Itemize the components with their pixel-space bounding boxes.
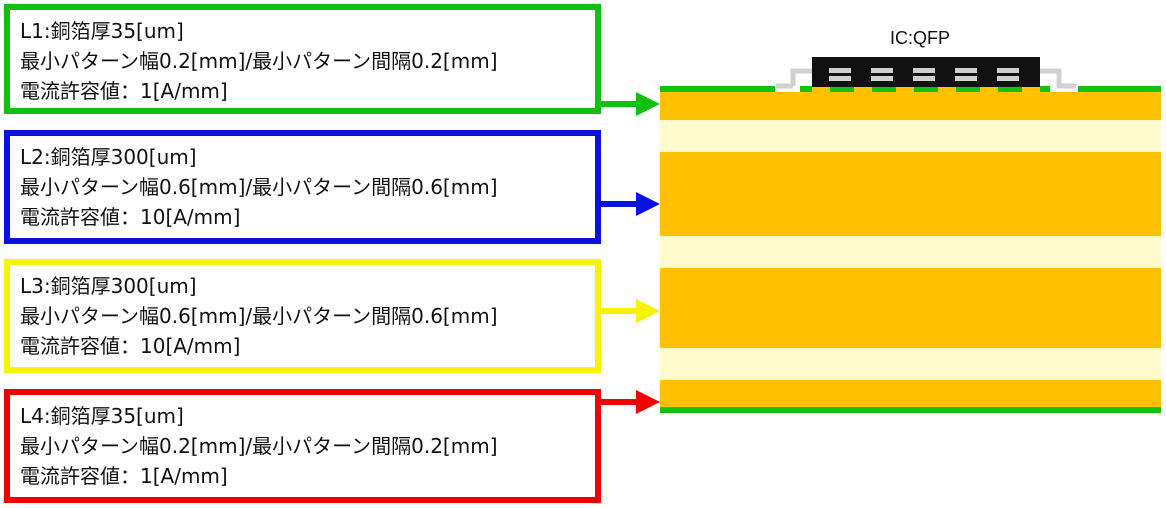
ic-bottom-pads [812, 87, 1040, 92]
copper-layer-l1 [660, 92, 1161, 120]
arrow-l3 [601, 299, 660, 323]
layer-box-l3: L3:銅箔厚300[um] 最小パターン幅0.6[mm]/最小パターン間隔0.6… [4, 259, 601, 373]
ic-lead [997, 76, 1019, 81]
ic-lead [997, 68, 1019, 73]
solder-mask-top-left [660, 86, 775, 92]
ic-lead-right [1040, 68, 1076, 89]
copper-layer-l4 [660, 380, 1161, 408]
ic-pad-gap [938, 87, 956, 92]
layer-current-spec: 電流許容値：10[A/mm] [20, 334, 241, 358]
layer-title: L3:銅箔厚300[um] [20, 274, 197, 298]
ic-label: IC:QFP [890, 28, 951, 48]
layer-pattern-spec: 最小パターン幅0.2[mm]/最小パターン間隔0.2[mm] [20, 49, 498, 73]
ic-lead [871, 76, 893, 81]
ic-lead [871, 68, 893, 73]
layer-title: L4:銅箔厚35[um] [20, 404, 184, 428]
ic-pad-gap [896, 87, 914, 92]
layer-pattern-spec: 最小パターン幅0.6[mm]/最小パターン間隔0.6[mm] [20, 175, 498, 199]
dielectric-layer [660, 236, 1161, 268]
ic-lead-left [790, 68, 812, 86]
ic-pad-gap [812, 87, 830, 92]
ic-qfp-package [776, 57, 1076, 92]
dielectric-layer [660, 120, 1161, 152]
arrow-l4 [601, 390, 660, 414]
ic-lead [829, 76, 851, 81]
arrow-l1 [601, 92, 660, 116]
layer-current-spec: 電流許容値：1[A/mm] [20, 464, 228, 488]
layer-pattern-spec: 最小パターン幅0.6[mm]/最小パターン間隔0.6[mm] [20, 304, 498, 328]
solder-mask-bottom [660, 407, 1161, 413]
dielectric-layer [660, 348, 1161, 380]
ic-lead-stripes [829, 68, 1019, 81]
ic-lead [913, 68, 935, 73]
layer-box-l1: L1:銅箔厚35[um] 最小パターン幅0.2[mm]/最小パターン間隔0.2[… [4, 4, 601, 114]
board-stack [660, 86, 1161, 413]
layer-title: L2:銅箔厚300[um] [20, 145, 197, 169]
ic-lead [955, 68, 977, 73]
ic-lead [829, 68, 851, 73]
layer-current-spec: 電流許容値：1[A/mm] [20, 79, 228, 103]
layer-title: L1:銅箔厚35[um] [20, 19, 184, 43]
layer-pattern-spec: 最小パターン幅0.2[mm]/最小パターン間隔0.2[mm] [20, 434, 498, 458]
ic-pad-gap [980, 87, 998, 92]
ic-lead [913, 76, 935, 81]
layer-box-l4: L4:銅箔厚35[um] 最小パターン幅0.2[mm]/最小パターン間隔0.2[… [4, 389, 601, 503]
ic-pad-gap [1022, 87, 1040, 92]
copper-layer-l3 [660, 268, 1161, 348]
layer-current-spec: 電流許容値：10[A/mm] [20, 205, 241, 229]
ic-pad-strip [800, 86, 1050, 92]
ic-pad-gap [854, 87, 872, 92]
ic-lead [955, 76, 977, 81]
layer-box-l2: L2:銅箔厚300[um] 最小パターン幅0.6[mm]/最小パターン間隔0.6… [4, 130, 601, 244]
solder-mask-top-right [1078, 86, 1161, 92]
arrow-l2 [601, 192, 660, 216]
copper-layer-l2 [660, 152, 1161, 236]
